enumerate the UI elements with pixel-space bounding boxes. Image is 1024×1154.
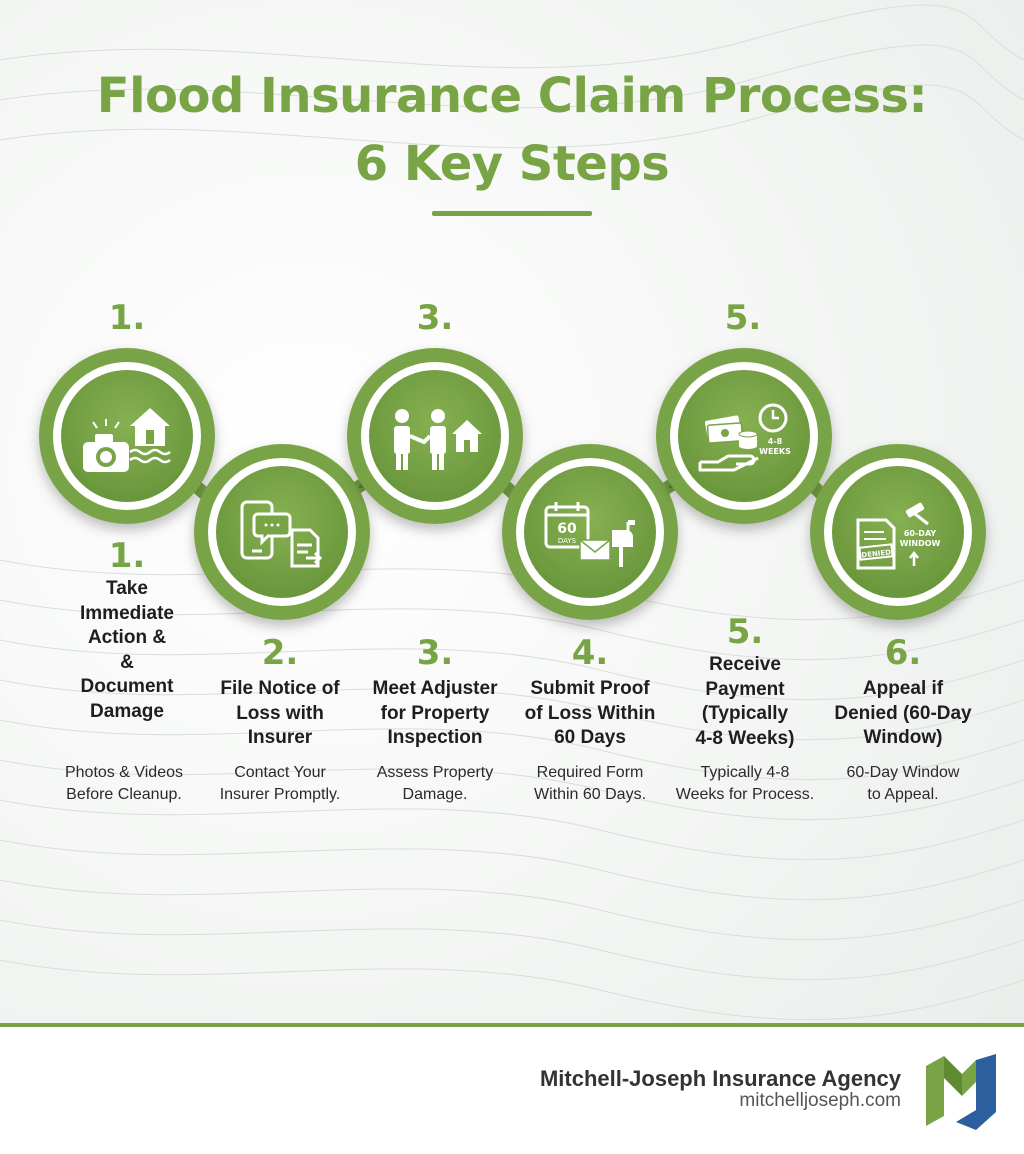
step-4-circle [502, 444, 678, 620]
step-4-description: Required Form Within 60 Days. [510, 762, 670, 806]
step-1-title-line: & [120, 651, 134, 673]
step-2-title-line: File Notice of [220, 678, 340, 699]
step-1-number: 1. [108, 536, 146, 576]
step-6-description: 60-Day Window to Appeal. [823, 762, 983, 806]
denied-stamp-label: DENIED [861, 548, 892, 559]
step-5-description-line: Weeks for Process. [675, 786, 815, 803]
top-step-number-1: 1. [108, 298, 146, 338]
step-5-title-line: Payment [705, 678, 785, 700]
step-6-circle [810, 444, 986, 620]
step-3-number: 3. [416, 633, 454, 673]
step-2-description-line: Contact Your [234, 764, 326, 781]
step-2-title-line: Insurer [247, 727, 313, 748]
calendar-days-label: DAYS [558, 537, 577, 545]
step-1-circle [39, 348, 215, 524]
step-3-description-line: Damage. [402, 786, 468, 803]
step-2-title: File Notice of Loss with Insurer [195, 677, 365, 751]
step-6-title-line: Denied (60-Day [834, 702, 972, 724]
step-2-title-line: Loss with [236, 702, 324, 724]
step-1-title-line: Immediate [80, 602, 174, 624]
gavel-document-icon: DENIED 60-DAY WINDOW [856, 502, 941, 570]
window-days-label: 60-DAY [904, 529, 937, 538]
page-title: Flood Insurance Claim Process: 6 Key Ste… [0, 62, 1024, 198]
step-4-description-line: Within 60 Days. [533, 786, 647, 803]
top-step-number-5: 5. [724, 298, 762, 338]
step-4-title: Submit Proof of Loss Within 60 Days [505, 677, 675, 751]
step-1-description-line: Before Cleanup. [66, 786, 182, 803]
clock-weeks-label: WEEKS [759, 447, 791, 456]
step-5-description-line: Typically 4-8 [700, 764, 790, 781]
step-5-title-line: (Typically [701, 703, 789, 724]
step-3-description: Assess Property Damage. [355, 762, 515, 806]
step-6-number: 6. [884, 633, 922, 673]
step-4-number: 4. [571, 633, 609, 673]
step-1-title-line: Document [80, 676, 174, 697]
title-underline [432, 211, 592, 216]
footer-divider [0, 1023, 1024, 1027]
footer [0, 1027, 1024, 1154]
step-3-title-line: Inspection [387, 727, 483, 748]
step-1-description-line: Photos & Videos [64, 764, 183, 781]
top-step-number-3: 3. [416, 298, 454, 338]
step-1-title-line: Damage [90, 700, 164, 722]
step-3-title: Meet Adjuster for Property Inspection [350, 677, 520, 751]
step-3-description-line: Assess Property [376, 764, 494, 781]
step-5-title-line: Receive [709, 654, 781, 675]
step-6-title-line: Window) [863, 727, 943, 748]
step-5-description: Typically 4-8 Weeks for Process. [665, 762, 825, 806]
calendar-number-label: 60 [557, 521, 577, 537]
step-6-title: Appeal if Denied (60-Day Window) [818, 677, 988, 751]
step-5-number: 5. [726, 612, 764, 652]
step-5-title-line: 4-8 Weeks) [695, 727, 795, 749]
page-title-line-1: Flood Insurance Claim Process: [96, 68, 928, 124]
adjuster-handshake-house-icon [394, 409, 482, 470]
step-2-number: 2. [261, 633, 299, 673]
step-2-description-line: Insurer Promptly. [219, 786, 341, 803]
process-flow: 60 DAYS 4-8 WEEKS DENIED 60-DAY WINDOW [39, 348, 986, 620]
step-5-title: Receive Payment (Typically 4-8 Weeks) [660, 653, 830, 751]
step-3-title-line: for Property [380, 702, 490, 724]
step-4-title-line: 60 Days [554, 727, 626, 748]
agency-name: Mitchell-Joseph Insurance Agency [539, 1066, 901, 1091]
step-1-title: Take Immediate Action & & Document Damag… [42, 577, 212, 724]
step-4-title-line: Submit Proof [530, 678, 650, 699]
phone-chat-document-icon [240, 500, 323, 568]
step-4-description-line: Required Form [536, 764, 644, 781]
clock-weeks-number: 4-8 [768, 437, 783, 446]
calendar-envelope-mailbox-icon: 60 DAYS [544, 502, 635, 567]
page-title-line-2: 6 Key Steps [354, 136, 670, 192]
step-6-title-line: Appeal if [862, 678, 944, 699]
window-label: WINDOW [900, 539, 941, 548]
step-6-description-line: 60-Day Window [846, 764, 960, 781]
camera-house-flood-icon [83, 408, 171, 472]
step-4-title-line: of Loss Within [524, 702, 656, 724]
step-6-description-line: to Appeal. [867, 786, 939, 803]
step-1-description: Photos & Videos Before Cleanup. [44, 762, 204, 806]
step-3-title-line: Meet Adjuster [372, 678, 498, 699]
step-1-title-line: Action & [87, 627, 167, 648]
step-1-title-line: Take [106, 578, 148, 599]
agency-url-link[interactable]: mitchelljoseph.com [739, 1090, 901, 1111]
background-wave-lines [0, 4, 1024, 1021]
money-hand-clock-icon: 4-8 WEEKS [698, 403, 791, 472]
mj-logo-icon [926, 1054, 996, 1130]
step-2-description: Contact Your Insurer Promptly. [200, 762, 360, 806]
